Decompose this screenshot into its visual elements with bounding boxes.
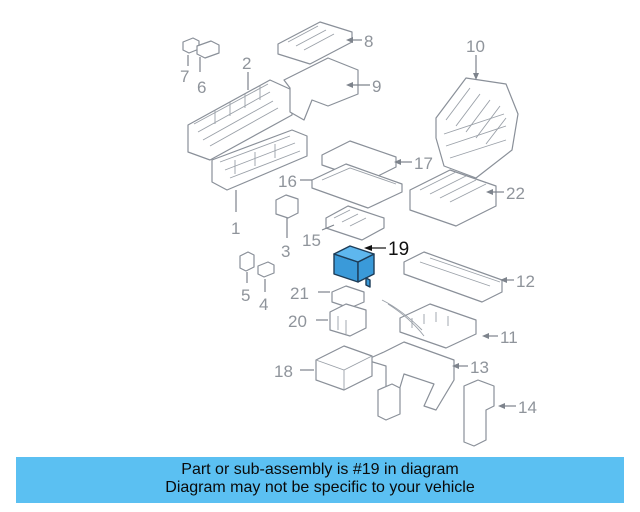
callout-18: 18 <box>274 362 293 381</box>
part-20-holder <box>316 303 367 337</box>
part-10-module <box>435 55 519 179</box>
callout-7: 7 <box>180 67 189 86</box>
callout-10: 10 <box>466 37 485 56</box>
banner-line-1: Part or sub-assembly is #19 in diagram <box>181 461 459 478</box>
part-22-fuse-box <box>409 169 504 227</box>
part-12-module <box>403 251 514 303</box>
part-18-block <box>300 345 373 391</box>
callout-12: 12 <box>516 272 535 291</box>
callout-17: 17 <box>414 154 433 173</box>
callout-14: 14 <box>518 398 537 417</box>
callout-19: 19 <box>388 239 409 260</box>
callout-9: 9 <box>372 77 381 96</box>
part-2-fuse-block <box>187 72 293 161</box>
callout-13: 13 <box>470 358 489 377</box>
part-4-5-connectors <box>239 251 275 292</box>
part-8-cover <box>277 21 362 65</box>
callout-20: 20 <box>288 312 307 331</box>
part-14-bracket <box>463 379 516 447</box>
banner-line-2: Diagram may not be specific to your vehi… <box>165 479 475 496</box>
callout-21: 21 <box>290 284 309 303</box>
callout-16: 16 <box>278 172 297 191</box>
parts-diagram: 7 6 2 8 9 10 17 16 22 1 3 15 19 12 5 4 2… <box>180 21 537 447</box>
callout-2: 2 <box>242 54 251 73</box>
callout-4: 4 <box>259 295 268 314</box>
callout-1: 1 <box>231 219 240 238</box>
part-13-mount <box>365 341 468 421</box>
part-19-highlighted-relay <box>333 245 386 288</box>
callout-5: 5 <box>241 286 250 305</box>
callout-6: 6 <box>197 78 206 97</box>
part-11-bracket <box>381 299 498 349</box>
callout-22: 22 <box>506 184 525 203</box>
callout-3: 3 <box>281 242 290 261</box>
callout-11: 11 <box>500 328 518 347</box>
part-9-bracket <box>283 57 370 121</box>
callout-8: 8 <box>364 32 373 51</box>
callout-15: 15 <box>302 231 321 250</box>
part-15-bracket <box>321 205 385 241</box>
info-banner: Part or sub-assembly is #19 in diagram D… <box>16 457 624 503</box>
part-1-relay-box <box>211 129 308 212</box>
part-16-base <box>300 163 403 209</box>
part-6-7-clips <box>182 37 220 72</box>
part-3-small-relay <box>275 194 299 238</box>
part-21-socket <box>318 285 365 309</box>
